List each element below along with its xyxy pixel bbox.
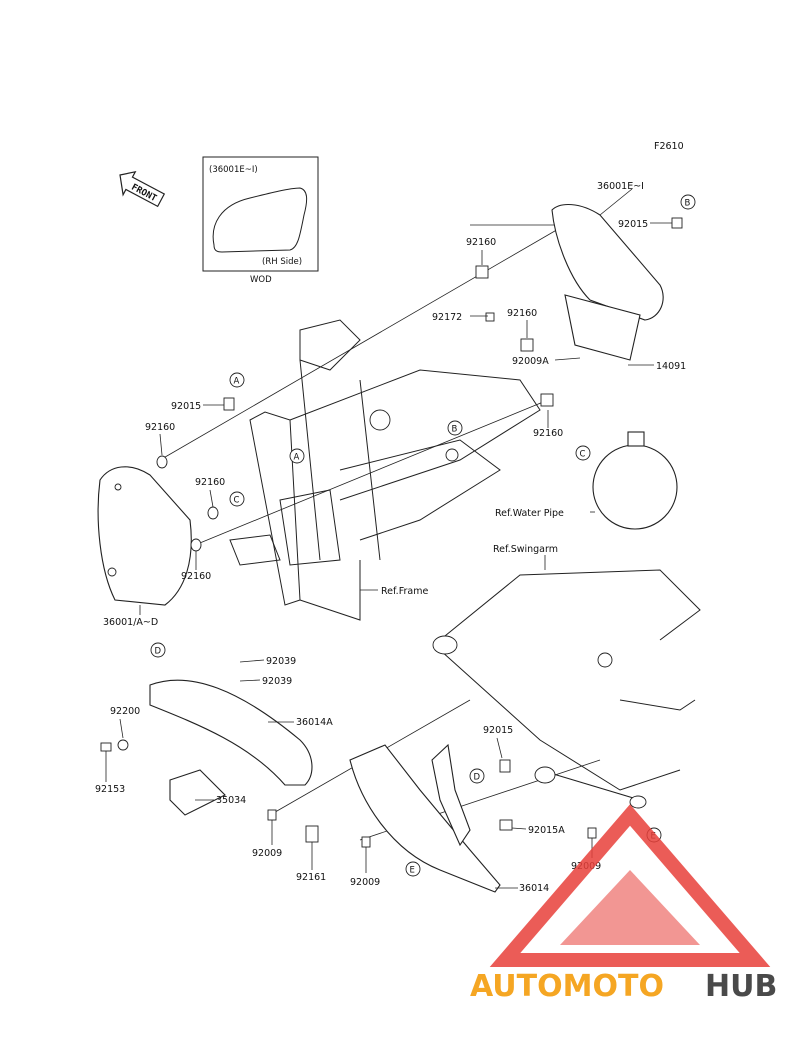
part-label: 92160 <box>181 571 211 582</box>
svg-text:E: E <box>410 866 415 876</box>
svg-text:C: C <box>234 496 240 506</box>
part-label: 36001E~I <box>597 181 644 192</box>
part-label: 92015A <box>528 825 565 836</box>
marker-a-frame: A <box>289 448 305 464</box>
part-label: 92160 <box>195 477 225 488</box>
watermark-text-1: AUTOMOTO <box>470 969 664 1004</box>
chain-guard-upper <box>149 679 313 786</box>
part-label: 35034 <box>216 795 246 806</box>
grommet <box>107 567 117 577</box>
front-arrow-icon: FRONT <box>119 170 166 208</box>
marker-a-top: A <box>229 372 245 388</box>
part-label: 92160 <box>466 237 496 248</box>
inset-title: (36001E~I) <box>209 165 258 175</box>
part-label: 92009 <box>252 848 282 859</box>
part-label: 92039 <box>266 656 296 667</box>
part-label: 92015 <box>483 725 513 736</box>
marker-b-top: B <box>680 194 696 210</box>
svg-text:B: B <box>685 199 691 209</box>
svg-text:C: C <box>580 450 586 460</box>
bracket-35034 <box>169 769 226 816</box>
svg-text:A: A <box>294 453 300 463</box>
swingarm-drawing <box>432 569 701 809</box>
part-label: 14091 <box>656 361 686 372</box>
bracket-14091 <box>564 294 641 361</box>
side-cover-right <box>551 204 664 321</box>
water-pipe-cover <box>592 444 678 530</box>
marker-c-cover: C <box>575 445 591 461</box>
marker-b-frame: B <box>447 420 463 436</box>
ref-frame: Ref.Frame <box>381 586 428 597</box>
svg-text:D: D <box>155 647 162 657</box>
marker-e-low: E <box>405 861 421 877</box>
watermark: AUTOMOTO HUB <box>470 804 777 1004</box>
part-label: 36014 <box>519 883 549 894</box>
side-cover-left <box>97 466 192 606</box>
marker-d-low: D <box>469 768 485 784</box>
chain-guard-inner <box>431 743 471 847</box>
part-label: 92200 <box>110 706 140 717</box>
part-label: 92009 <box>350 877 380 888</box>
svg-text:B: B <box>452 425 458 435</box>
figure-code: F2610 <box>654 141 684 152</box>
part-label: 36001/A~D <box>103 617 158 628</box>
ref-swingarm: Ref.Swingarm <box>493 544 558 555</box>
inset-code: WOD <box>250 275 272 285</box>
ref-water-pipe: Ref.Water Pipe <box>495 508 564 519</box>
part-label: 92009A <box>512 356 549 367</box>
part-label: 92172 <box>432 312 462 323</box>
part-label: 92153 <box>95 784 125 795</box>
chain-guard-lower <box>349 744 501 893</box>
frame-drawing <box>229 319 541 621</box>
part-label: 92160 <box>145 422 175 433</box>
inset-side: (RH Side) <box>262 257 302 267</box>
label-leaders <box>105 188 672 889</box>
svg-text:A: A <box>234 377 240 387</box>
marker-d-top: D <box>150 642 166 658</box>
water-pipe-fitting <box>627 431 645 447</box>
svg-text:D: D <box>474 773 481 783</box>
fasteners <box>100 217 683 848</box>
part-label: 92160 <box>507 308 537 319</box>
inset-box: (36001E~I) (RH Side) WOD <box>202 156 319 285</box>
leader-line <box>159 227 561 461</box>
part-label: 36014A <box>296 717 333 728</box>
part-label: 92039 <box>262 676 292 687</box>
part-label: 92161 <box>296 872 326 883</box>
marker-c-frame: C <box>229 491 245 507</box>
watermark-text-2: HUB <box>705 969 777 1004</box>
part-label: 92015 <box>618 219 648 230</box>
leader-line <box>194 399 549 546</box>
part-label: 92015 <box>171 401 201 412</box>
part-label: 92160 <box>533 428 563 439</box>
grommet <box>114 483 122 491</box>
